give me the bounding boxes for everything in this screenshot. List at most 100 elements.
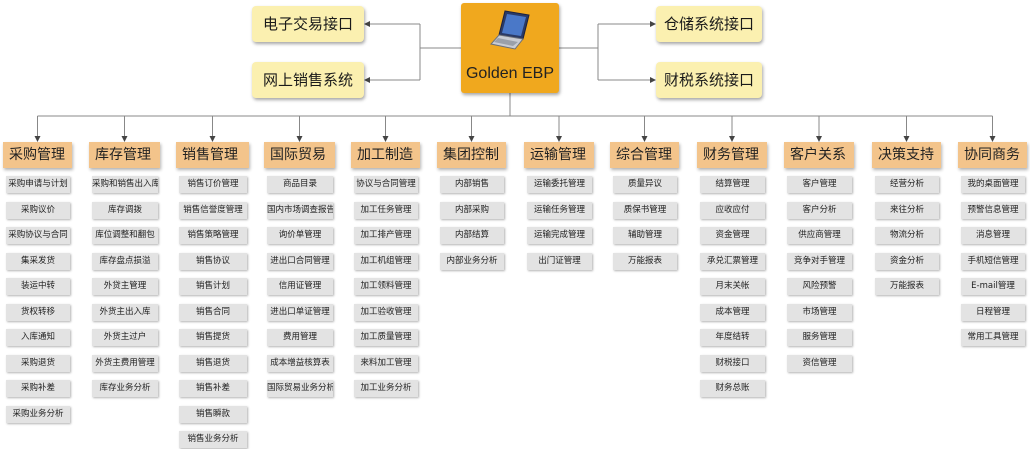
module-item: 市场管理: [787, 303, 852, 321]
column-arrow: [729, 136, 735, 142]
module-item: 商品目录: [267, 176, 333, 193]
module-item: 采购议价: [6, 201, 70, 219]
module-item: 协议与合同管理: [354, 176, 418, 193]
module-header: 销售管理: [176, 142, 249, 168]
module-item: 外贷主管理: [92, 278, 158, 295]
interface-warehouse: 仓储系统接口: [656, 6, 762, 42]
module-item: 万能报表: [613, 252, 677, 270]
module-item: 运输任务管理: [527, 201, 592, 219]
module-item: 货权转移: [6, 303, 70, 321]
module-item: 万能报表: [875, 278, 939, 295]
module-item: 客户管理: [787, 176, 852, 193]
module-header: 国际贸易: [264, 142, 335, 168]
module-item: 承兑汇票管理: [700, 252, 765, 270]
module-item: 询价单管理: [267, 227, 333, 244]
module-item: 内部销售: [440, 176, 504, 193]
module-item: 销售瞬款: [179, 405, 247, 423]
module-item: 加工任务管理: [354, 201, 418, 219]
module-item: 采购退货: [6, 354, 70, 372]
module-item: 辅助管理: [613, 227, 677, 244]
module-item: 进出口合同管理: [267, 252, 333, 270]
module-item: 运输完成管理: [527, 227, 592, 244]
module-item: 采购业务分析: [6, 405, 70, 423]
module-item: 销售信誉度管理: [179, 201, 247, 219]
right-upper-arrow: [650, 21, 656, 27]
module-item: 月末关帐: [700, 278, 765, 295]
module-item: 我的桌面管理: [961, 176, 1025, 193]
module-item: 销售业务分析: [179, 431, 247, 448]
module-item: 资金管理: [700, 227, 765, 244]
module-item: 进出口单证管理: [267, 303, 333, 321]
module-header: 协同商务: [958, 142, 1027, 168]
column-arrow: [121, 136, 128, 142]
module-item: 年度结转: [700, 329, 765, 346]
module-item: 财税接口: [700, 354, 765, 372]
module-item: 来料加工管理: [354, 354, 418, 372]
module-item: 加工业务分析: [354, 380, 418, 397]
module-item: 内部业务分析: [440, 252, 504, 270]
module-item: 销售协议: [179, 252, 247, 270]
module-item: 客户分析: [787, 201, 852, 219]
module-item: 财务总账: [700, 380, 765, 397]
module-header: 运输管理: [524, 142, 594, 168]
module-item: 资信管理: [787, 354, 852, 372]
module-item: 销售提货: [179, 329, 247, 346]
column-arrow: [296, 136, 303, 142]
interface-finance-tax: 财税系统接口: [656, 62, 762, 98]
module-item: 服务管理: [787, 329, 852, 346]
module-item: 风险预警: [787, 278, 852, 295]
interface-ecommerce: 电子交易接口: [252, 6, 364, 42]
module-header: 加工制造: [351, 142, 420, 168]
module-header: 综合管理: [610, 142, 679, 168]
module-item: 经营分析: [875, 176, 939, 193]
module-item: 采购补差: [6, 380, 70, 397]
module-item: 销售策略管理: [179, 227, 247, 244]
column-arrow: [382, 136, 389, 142]
module-item: 加工排产管理: [354, 227, 418, 244]
module-item: 应收应付: [700, 201, 765, 219]
module-item: 采购协议与合同: [6, 227, 70, 244]
module-item: 成本增益核算表: [267, 354, 333, 372]
column-arrow: [641, 136, 648, 142]
module-header: 库存管理: [89, 142, 160, 168]
module-item: 国内市场调查报告: [267, 201, 333, 219]
module-item: 加工质量管理: [354, 329, 418, 346]
module-item: 资金分析: [875, 252, 939, 270]
module-item: 质量异议: [613, 176, 677, 193]
left-upper-arrow: [364, 21, 370, 27]
hub-node: Golden EBP: [461, 3, 559, 93]
module-item: 销售补差: [179, 380, 247, 397]
module-item: 内部采购: [440, 201, 504, 219]
module-item: 费用管理: [267, 329, 333, 346]
module-item: 信用证管理: [267, 278, 333, 295]
module-item: 入库通知: [6, 329, 70, 346]
module-item: 集采发货: [6, 252, 70, 270]
module-item: 国际贸易业务分析: [267, 380, 333, 397]
module-item: 库存调拨: [92, 201, 158, 219]
module-item: 销售退货: [179, 354, 247, 372]
module-item: 销售合同: [179, 303, 247, 321]
module-item: 预警信息管理: [961, 201, 1025, 219]
module-item: 采购申请与计划: [6, 176, 70, 193]
column-arrow: [816, 136, 822, 142]
module-item: 质保书管理: [613, 201, 677, 219]
module-item: 装运中转: [6, 278, 70, 295]
module-header: 采购管理: [3, 142, 72, 168]
module-item: 库存盘点损溢: [92, 252, 158, 270]
module-item: 结算管理: [700, 176, 765, 193]
module-item: E-mail管理: [961, 278, 1025, 295]
module-item: 库位调整和翻包: [92, 227, 158, 244]
hub-label: Golden EBP: [465, 65, 555, 82]
column-arrow: [989, 136, 996, 142]
module-item: 日程管理: [961, 303, 1025, 321]
module-item: 成本管理: [700, 303, 765, 321]
module-item: 外货主费用管理: [92, 354, 158, 372]
module-item: 采购和销售出入库: [92, 176, 158, 193]
module-item: 加工验收管理: [354, 303, 418, 321]
module-header: 集团控制: [437, 142, 506, 168]
module-item: 库存业务分析: [92, 380, 158, 397]
column-arrow: [556, 136, 562, 142]
module-item: 消息管理: [961, 227, 1025, 244]
module-header: 决策支持: [872, 142, 941, 168]
